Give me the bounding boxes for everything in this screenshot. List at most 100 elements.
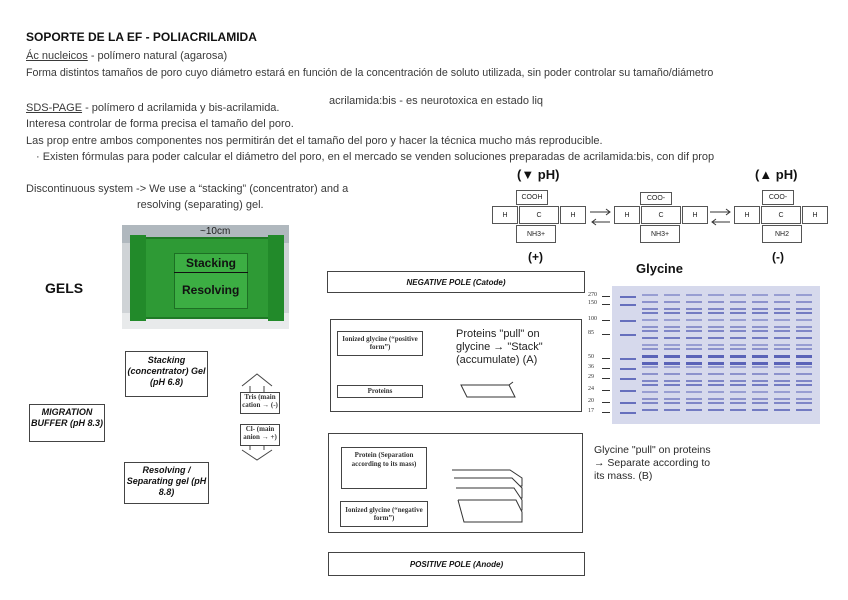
gel-lane	[664, 290, 680, 420]
gel-band	[664, 362, 680, 365]
gel-band	[752, 330, 768, 332]
gel-lane	[730, 290, 746, 420]
gel-band	[664, 355, 680, 358]
gel-band	[730, 362, 746, 365]
gel-band	[752, 366, 768, 368]
gel-band	[752, 348, 768, 350]
sds-term: SDS-PAGE	[26, 102, 83, 114]
ladder-tick	[602, 402, 610, 403]
gel-lane	[708, 290, 724, 420]
gel-band	[730, 366, 746, 368]
gel-band	[774, 301, 790, 303]
gel-band	[796, 402, 812, 404]
gel-band	[642, 391, 658, 393]
gel-band	[686, 398, 702, 400]
gel-band	[664, 373, 680, 375]
gel-band	[664, 398, 680, 400]
gel-band	[708, 319, 724, 321]
gel-band	[752, 409, 768, 411]
ladder-label: 24	[588, 386, 594, 392]
gel-band	[796, 398, 812, 400]
gel-band	[664, 301, 680, 303]
ladder-label: 50	[588, 354, 594, 360]
gel-band	[620, 320, 636, 322]
gel-band	[664, 366, 680, 368]
panel-a-caption: Proteins "pull" on glycine → "Stack" (ac…	[456, 328, 543, 366]
gel-band	[752, 308, 768, 310]
gel-band	[752, 398, 768, 400]
low-ph-label: (▼ pH)	[517, 167, 560, 182]
gel-band	[686, 380, 702, 382]
ladder-label: 150	[588, 300, 597, 306]
gel-band	[620, 304, 636, 306]
gel-band	[708, 366, 724, 368]
gel-band	[730, 355, 746, 358]
sds-line4: · Existen fórmulas para poder calcular e…	[36, 151, 715, 163]
gel-band	[752, 362, 768, 365]
gel-band	[664, 330, 680, 332]
gel-band	[642, 384, 658, 386]
gels-label: GELS	[45, 280, 84, 296]
gel-band	[730, 409, 746, 411]
gel-band	[664, 391, 680, 393]
m2-left: H	[614, 206, 640, 224]
panel-a-proteins: Proteins	[337, 385, 423, 398]
gel-band	[664, 409, 680, 411]
cl-box: Cl- (main anion → +)	[240, 424, 280, 446]
ladder-tick	[602, 334, 610, 335]
m3-left: H	[734, 206, 760, 224]
gel-band	[708, 398, 724, 400]
gel-band	[774, 330, 790, 332]
high-ph-label: (▲ pH)	[755, 167, 798, 182]
gel-band	[642, 319, 658, 321]
gel-band	[642, 380, 658, 382]
m1-bottom: NH3+	[516, 225, 556, 243]
gel-band	[708, 308, 724, 310]
gel-band	[664, 344, 680, 346]
m1-top: COOH	[516, 190, 548, 205]
gel-band	[620, 334, 636, 336]
ladder-tick	[602, 412, 610, 413]
ladder-tick	[602, 378, 610, 379]
equilibrium-arrow-2	[710, 208, 731, 226]
gel-band	[796, 355, 812, 358]
gel-band	[774, 362, 790, 365]
gel-band	[642, 348, 658, 350]
gel-band	[774, 366, 790, 368]
gel-lane	[796, 290, 812, 420]
gel-band	[664, 326, 680, 328]
gel-band	[796, 380, 812, 382]
ladder-label: 100	[588, 316, 597, 322]
stacked-band-shape	[460, 381, 516, 398]
gel-band	[686, 301, 702, 303]
gel-band	[796, 319, 812, 321]
gel-band	[774, 319, 790, 321]
gel-band	[708, 362, 724, 365]
gel-band	[730, 326, 746, 328]
gel-band	[774, 337, 790, 339]
gel-band	[752, 301, 768, 303]
gel-band	[642, 398, 658, 400]
gel-window	[174, 253, 248, 309]
gel-band	[642, 344, 658, 346]
ladder-label: 85	[588, 330, 594, 336]
gel-band	[774, 344, 790, 346]
gel-band	[708, 380, 724, 382]
gel-band	[708, 373, 724, 375]
gel-band	[730, 337, 746, 339]
gel-band	[686, 344, 702, 346]
gel-lane	[642, 290, 658, 420]
gel-band	[752, 380, 768, 382]
acidos-line: Ác nucleicos - polímero natural (agarosa…	[26, 49, 227, 63]
gel-band	[730, 344, 746, 346]
photo-stacking-label: Stacking	[186, 256, 237, 270]
gel-band	[730, 384, 746, 386]
gel-lane	[774, 290, 790, 420]
gel-band	[708, 337, 724, 339]
glycine-label: Glycine	[636, 261, 683, 276]
ladder-tick	[602, 358, 610, 359]
ladder-tick	[602, 304, 610, 305]
clamp-left	[130, 235, 146, 321]
